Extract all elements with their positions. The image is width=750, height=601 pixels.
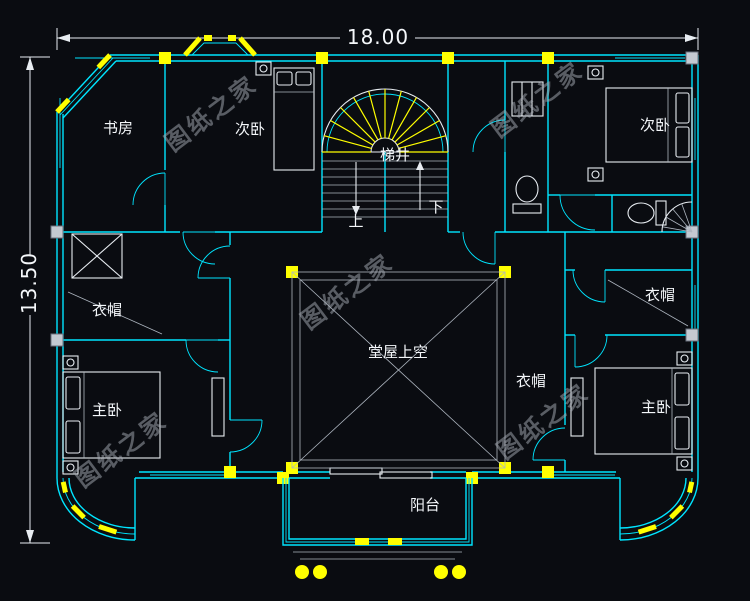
bed-bedroom-right — [587, 65, 693, 182]
toilet-top — [512, 175, 542, 214]
bay-windows — [55, 35, 699, 541]
doors — [132, 119, 608, 479]
label-cloak-right: 衣帽 — [645, 286, 675, 304]
label-master-left: 主卧 — [92, 401, 122, 419]
label-cloak-left: 衣帽 — [92, 301, 122, 319]
bed-bedroom-left — [255, 61, 315, 171]
label-bedroom-right: 次卧 — [640, 116, 670, 134]
washer-unit — [511, 81, 544, 117]
watermark-text: 图纸之家 — [296, 248, 399, 335]
balcony — [282, 478, 473, 560]
label-stairwell: 梯井 — [380, 146, 410, 164]
watermark-text: 图纸之家 — [70, 406, 173, 493]
dimension-height-label: 13.50 — [17, 252, 41, 314]
stair-down-label: 下 — [428, 198, 443, 216]
watermark-text: 图纸之家 — [486, 56, 589, 143]
bed-master-left — [62, 355, 225, 475]
toilet-right — [627, 200, 667, 226]
closet-rods — [67, 279, 689, 335]
dimension-left: 13.50 — [17, 56, 50, 544]
bath-fixtures — [511, 81, 693, 233]
room-labels: 书房 次卧 次卧 梯井 衣帽 衣帽 衣帽 主卧 主卧 堂屋上空 阳台 — [92, 116, 675, 514]
label-study: 书房 — [103, 119, 133, 137]
entry-dots — [295, 565, 466, 579]
void-area — [291, 271, 506, 469]
label-master-right: 主卧 — [641, 398, 671, 416]
dimension-top: 18.00 — [56, 25, 699, 50]
corner-shower — [661, 201, 693, 233]
label-balcony: 阳台 — [410, 496, 440, 514]
bed-master-right — [570, 351, 693, 471]
stair-up-label: 上 — [348, 212, 363, 230]
interior-walls — [63, 61, 692, 472]
staircase: 上 下 — [321, 88, 449, 230]
beds — [62, 61, 693, 475]
watermark-text: 图纸之家 — [160, 70, 263, 157]
label-bedroom-left: 次卧 — [235, 120, 265, 138]
watermark-text: 图纸之家 — [492, 378, 595, 465]
label-void: 堂屋上空 — [368, 343, 428, 361]
dimension-width-label: 18.00 — [347, 25, 409, 49]
elevator-shaft — [71, 233, 123, 279]
label-cloak-mid: 衣帽 — [516, 372, 546, 390]
